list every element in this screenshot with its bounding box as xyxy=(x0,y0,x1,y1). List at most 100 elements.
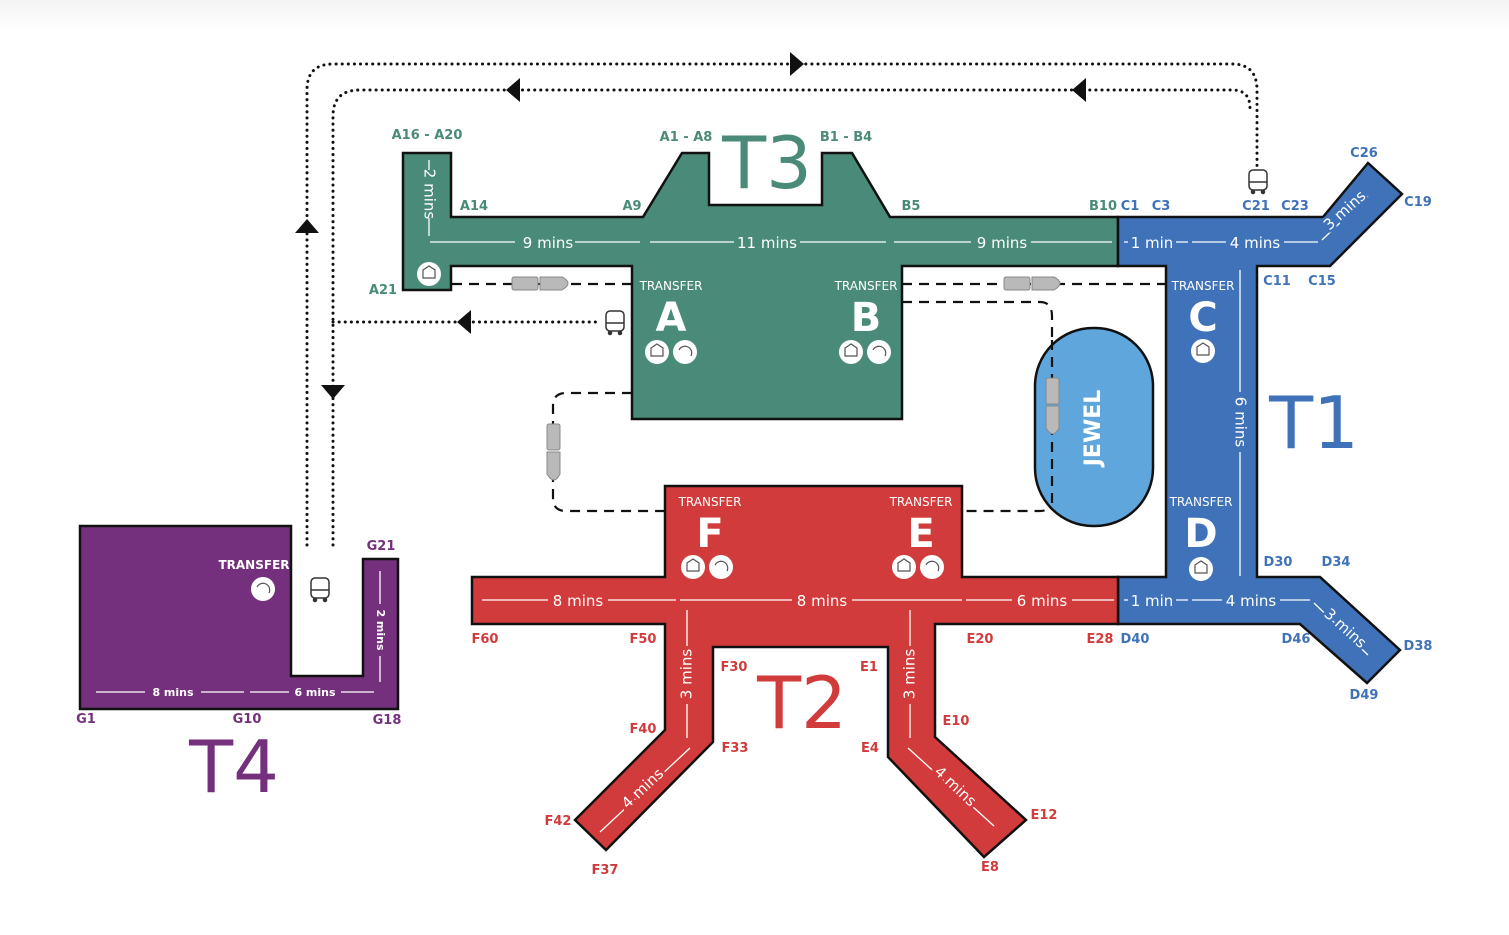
gate-label: A16 - A20 xyxy=(392,128,463,143)
walk-time: 6 mins xyxy=(1232,397,1250,448)
security-icon xyxy=(892,555,916,579)
gate-label: E8 xyxy=(981,860,999,875)
transfer-label: TRANSFER xyxy=(1171,279,1235,293)
gate-label: A14 xyxy=(460,199,488,214)
gate-label: A1 - A8 xyxy=(660,130,713,145)
gate-label: B1 - B4 xyxy=(820,130,872,145)
gate-label: E1 xyxy=(860,660,878,675)
gate-label: B5 xyxy=(902,199,921,214)
concourse-c[interactable]: C xyxy=(1188,295,1217,341)
gate-label: B10 xyxy=(1089,199,1117,214)
train-route-b-jewel xyxy=(902,300,1054,513)
gate-label: E12 xyxy=(1031,808,1058,823)
terminal-2-shape[interactable] xyxy=(470,484,1120,859)
gate-label: F37 xyxy=(592,863,619,878)
gate-label: C21 xyxy=(1242,199,1270,214)
concourse-d[interactable]: D xyxy=(1184,511,1217,557)
gate-label: G21 xyxy=(367,539,396,554)
train-route-a-f xyxy=(551,391,665,513)
gate-label: D38 xyxy=(1404,639,1433,654)
walk-time: 9 mins xyxy=(523,234,574,252)
terminal-2-label: T2 xyxy=(756,661,847,745)
bus-route-outer xyxy=(305,62,1259,547)
gate-label: E20 xyxy=(967,632,994,647)
transfer-label: TRANSFER xyxy=(678,495,742,509)
terminal-1-label: T1 xyxy=(1268,381,1359,465)
gate-label: F42 xyxy=(545,814,572,829)
gate-label: C1 xyxy=(1121,199,1140,214)
walk-time: 6 mins xyxy=(294,686,336,699)
gate-label: G18 xyxy=(373,713,402,728)
gate-label: D30 xyxy=(1264,555,1293,570)
arrow-right-icon xyxy=(790,52,804,76)
gate-label: F30 xyxy=(721,660,748,675)
train-icon xyxy=(1045,377,1060,435)
terminal-4-shape[interactable] xyxy=(78,524,400,711)
walk-time: 8 mins xyxy=(553,592,604,610)
walk-time: 3 mins xyxy=(901,649,919,700)
gate-label: A9 xyxy=(622,199,641,214)
walk-time: 4 mins xyxy=(1226,592,1277,610)
walk-time: 4 mins xyxy=(1230,234,1281,252)
transfer-label: TRANSFER xyxy=(218,558,289,572)
concourse-b[interactable]: B xyxy=(851,295,882,341)
connection-icon xyxy=(709,555,733,579)
gate-label: G1 xyxy=(76,712,96,727)
gate-label: E10 xyxy=(943,714,970,729)
walk-time: 3 mins xyxy=(678,649,696,700)
bus-direction-arrows xyxy=(295,52,1086,399)
gate-label: F50 xyxy=(630,632,657,647)
gate-label: D46 xyxy=(1282,632,1311,647)
walk-time: 11 mins xyxy=(737,234,797,252)
connection-icon xyxy=(673,340,697,364)
walk-time: 8 mins xyxy=(152,686,194,699)
gate-label: D49 xyxy=(1350,688,1379,703)
arrow-left-icon xyxy=(506,78,520,102)
terminal-1-shape[interactable] xyxy=(1116,161,1404,685)
arrow-up-icon xyxy=(295,219,319,233)
security-icon xyxy=(645,340,669,364)
transfer-label: TRANSFER xyxy=(1169,495,1233,509)
security-icon xyxy=(1191,339,1215,363)
concourse-a[interactable]: A xyxy=(656,295,687,341)
concourse-labels: TRANSFER A TRANSFER B TRANSFER C TRANSFE… xyxy=(218,279,1234,572)
walk-time: 1 min xyxy=(1131,234,1174,252)
top-fade xyxy=(0,0,1509,30)
bus-icon[interactable] xyxy=(1248,169,1268,195)
bus-icon[interactable] xyxy=(605,310,625,336)
train-icon xyxy=(1003,276,1061,291)
gate-label: C26 xyxy=(1350,146,1378,161)
transfer-label: TRANSFER xyxy=(889,495,953,509)
gate-label: A21 xyxy=(369,283,397,298)
terminal-3-label: T3 xyxy=(721,121,812,205)
train-icon xyxy=(511,276,569,291)
gate-label: C15 xyxy=(1308,274,1336,289)
gate-labels: A16 - A20 A14 A9 A1 - A8 B1 - B4 B5 B10 … xyxy=(76,128,1432,878)
concourse-f[interactable]: F xyxy=(696,511,723,557)
gate-label: G10 xyxy=(233,712,262,727)
gate-label: C19 xyxy=(1404,195,1432,210)
concourse-e[interactable]: E xyxy=(907,511,934,557)
terminal-3-shape[interactable] xyxy=(401,151,1120,421)
gate-label: C23 xyxy=(1281,199,1309,214)
train-icon xyxy=(546,423,561,481)
gate-label: C3 xyxy=(1152,199,1171,214)
walk-time: 8 mins xyxy=(797,592,848,610)
walk-time: 2 mins xyxy=(421,169,439,220)
transfer-label: TRANSFER xyxy=(834,279,898,293)
arrow-left-icon xyxy=(457,310,471,334)
connection-icon xyxy=(251,577,275,601)
terminal-4-label: T4 xyxy=(188,725,279,809)
walk-time: 9 mins xyxy=(977,234,1028,252)
security-icon xyxy=(417,262,441,286)
security-icon xyxy=(681,555,705,579)
arrow-left-icon xyxy=(1072,78,1086,102)
bus-icon[interactable] xyxy=(310,577,330,603)
walk-time: 6 mins xyxy=(1017,592,1068,610)
jewel-building[interactable] xyxy=(1033,326,1155,528)
security-icon xyxy=(1189,557,1213,581)
transfer-label: TRANSFER xyxy=(639,279,703,293)
jewel-label: JEWEL xyxy=(1081,390,1106,469)
gate-label: F60 xyxy=(472,632,499,647)
